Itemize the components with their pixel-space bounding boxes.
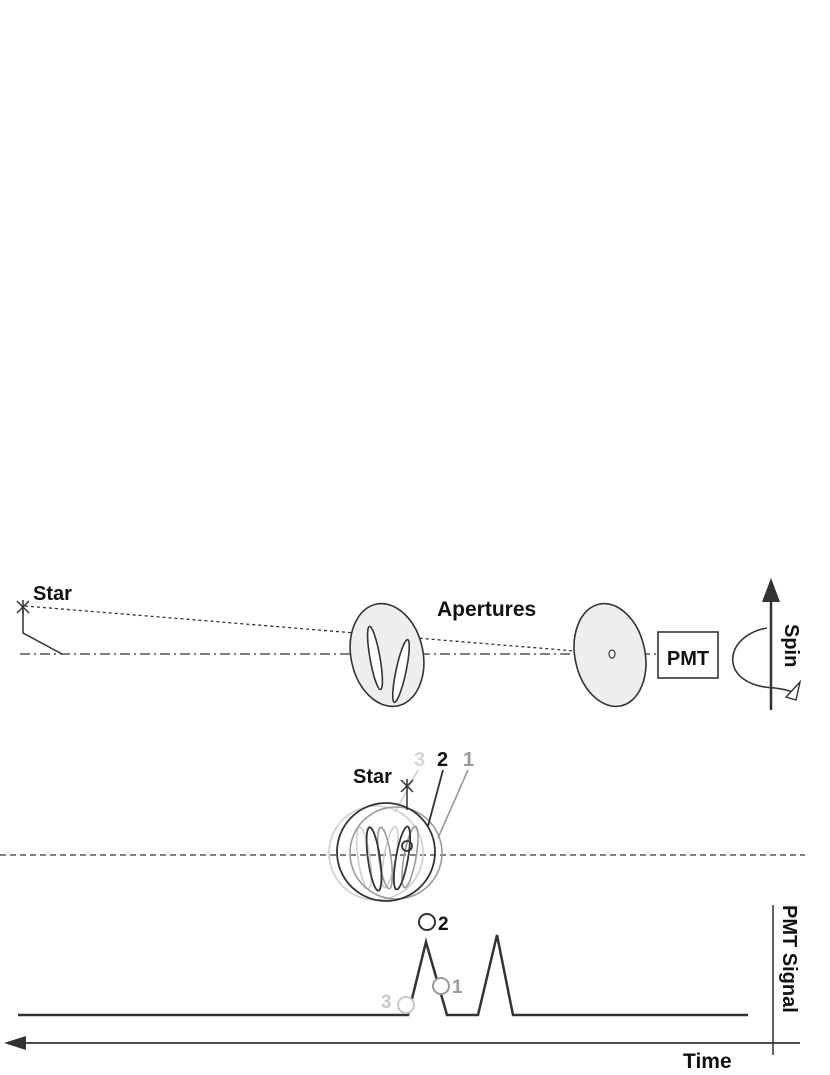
aperture-disk-pinhole bbox=[573, 602, 647, 708]
top-view: Star Apertures PMT Spin bbox=[16, 578, 802, 710]
aperture-disk-slits bbox=[349, 602, 425, 708]
spin-label: Spin bbox=[780, 624, 802, 667]
star-ray bbox=[24, 605, 613, 655]
star-icon bbox=[400, 779, 414, 810]
star-label-middle: Star bbox=[353, 766, 392, 788]
spin-arrow-icon bbox=[732, 578, 802, 710]
middle-view: Star 3 2 1 bbox=[0, 749, 805, 902]
aperture-position-1 bbox=[349, 769, 469, 900]
time-label: Time bbox=[683, 1050, 732, 1073]
aperture-position-2 bbox=[336, 769, 444, 902]
star-label: Star bbox=[33, 583, 72, 605]
position-label-3: 3 bbox=[414, 749, 425, 771]
signal-marker-label-1: 1 bbox=[452, 977, 463, 998]
signal-marker-2 bbox=[418, 913, 436, 931]
signal-view: 2 1 3 PMT Signal Time bbox=[4, 905, 800, 1073]
position-label-2: 2 bbox=[437, 749, 448, 771]
time-arrow-icon bbox=[4, 1036, 800, 1050]
pmt-signal-label: PMT Signal bbox=[778, 905, 800, 1013]
star-angle-line bbox=[22, 610, 63, 655]
signal-marker-3 bbox=[397, 996, 415, 1014]
pinhole-marker bbox=[401, 840, 413, 852]
apertures-label: Apertures bbox=[437, 598, 536, 621]
pmt-label: PMT bbox=[667, 648, 709, 670]
signal-marker-label-2: 2 bbox=[438, 914, 449, 935]
pmt-box bbox=[657, 631, 719, 679]
signal-marker-label-3: 3 bbox=[381, 992, 392, 1013]
position-label-1: 1 bbox=[463, 749, 474, 771]
signal-marker-1 bbox=[432, 977, 450, 995]
